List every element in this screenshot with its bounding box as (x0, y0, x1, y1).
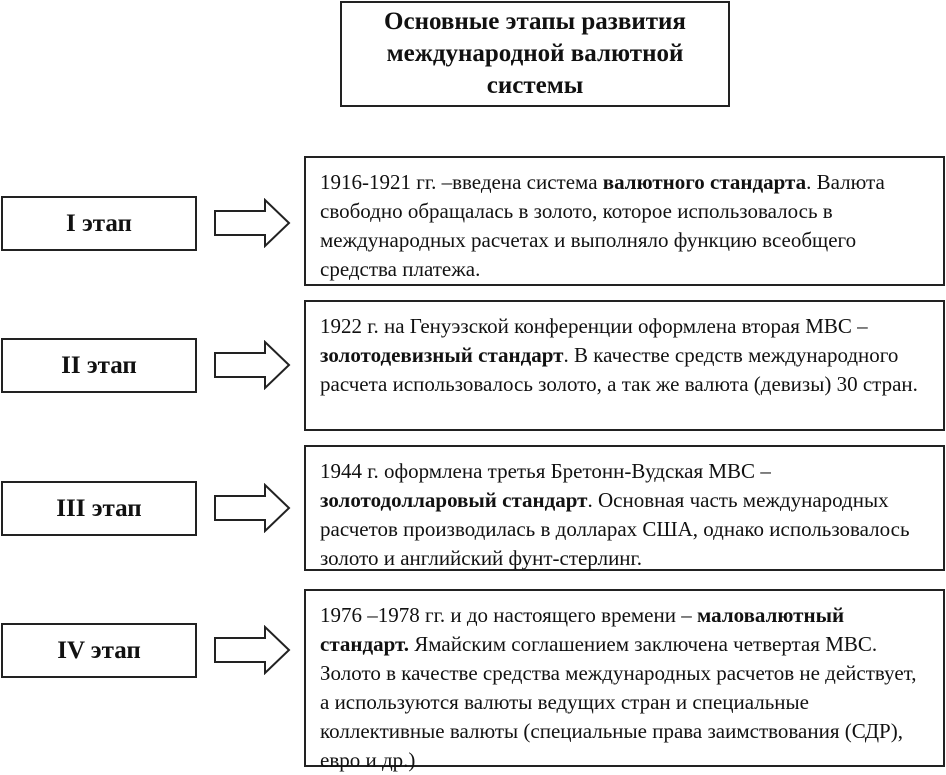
arrow-1-icon (214, 198, 291, 248)
stage-3-box: III этап (1, 481, 197, 536)
stage-2-text-1: 1922 г. на Генуэзской конференции оформл… (320, 314, 868, 338)
stage-3-text-2: . Основная часть международных расчетов … (320, 488, 910, 570)
stage-4-box: IV этап (1, 623, 197, 678)
arrow-4-icon (214, 625, 291, 675)
stage-4-text-2: Ямайским соглашением заключена четвертая… (320, 632, 917, 772)
stage-3-text-1: 1944 г. оформлена третья Бретонн-Вудская… (320, 459, 771, 483)
arrow-2-icon (214, 340, 291, 390)
stage-3-label: III этап (56, 494, 142, 522)
stage-2-box: II этап (1, 338, 197, 393)
stage-2-label: II этап (61, 351, 137, 379)
stage-2-text-2: . В качестве средств международного расч… (320, 343, 918, 396)
stage-4-text-1: 1976 –1978 гг. и до настоящего времени – (320, 603, 697, 627)
arrow-3-icon (214, 483, 291, 533)
stage-1-description: 1916-1921 гг. –введена система валютного… (304, 156, 945, 286)
stage-4-label: IV этап (57, 636, 141, 664)
stage-3-standard-name: золотодолларовый стандарт (320, 488, 588, 512)
stage-1-standard-name: валютного стандарта (602, 170, 807, 194)
diagram-title-box: Основные этапы развития международной ва… (340, 1, 730, 107)
stage-2-standard-name: золотодевизный стандарт (320, 343, 564, 367)
stage-2-description: 1922 г. на Генуэзской конференции оформл… (304, 300, 945, 431)
stage-1-text-2: . Валюта свободно обращалась в золото, к… (320, 170, 885, 281)
stage-4-description: 1976 –1978 гг. и до настоящего времени –… (304, 589, 945, 772)
stage-1-text-1: 1916-1921 гг. –введена система (320, 170, 603, 194)
stage-4-standard-name: маловалютный стандарт. (320, 603, 845, 656)
stage-1-box: I этап (1, 196, 197, 251)
diagram-title: Основные этапы развития международной ва… (384, 8, 686, 99)
stage-3-description: 1944 г. оформлена третья Бретонн-Вудская… (304, 445, 945, 571)
stage-1-label: I этап (66, 209, 132, 237)
